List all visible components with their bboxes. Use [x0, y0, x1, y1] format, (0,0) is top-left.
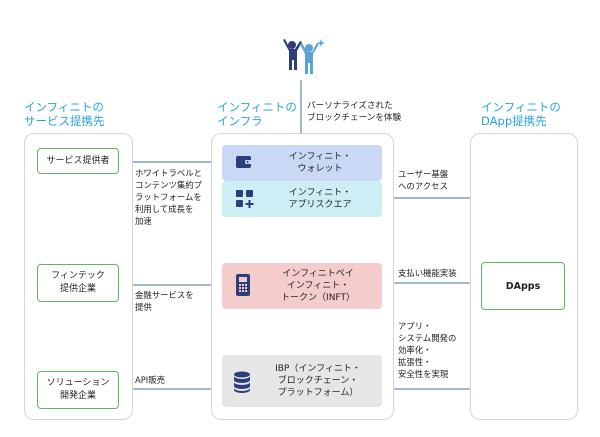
dapps-box: DApps	[481, 262, 565, 310]
block-wallet: インフィニト・ウォレット	[222, 145, 382, 181]
annotation-user-base: ユーザー基盤へのアクセス	[398, 169, 449, 191]
wallet-icon	[236, 156, 252, 168]
partner-fintech: フィンテック提供企業	[37, 264, 119, 302]
partner-solution-dev: ソリューション開発企業	[37, 371, 119, 409]
app-grid-icon	[236, 190, 254, 208]
partner-service-provider: サービス提供者	[37, 148, 119, 174]
annotation-solution: API販売	[135, 375, 165, 385]
block-appsquare: インフィニト・アプリスクエア	[222, 181, 382, 217]
payment-terminal-icon	[236, 274, 250, 296]
annotation-service: ホワイトラベルと コンテンツ集約プ ラットフォームを 利用して成長を 加速	[135, 168, 202, 226]
heading-infra: インフィニトのインフラ	[217, 100, 297, 128]
heading-service-partners: インフィニトのサービス提携先	[24, 100, 105, 128]
annotation-fintech: 金融サービスを提供	[135, 290, 194, 312]
block-ibp: IBP（インフィニト・ブロックチェーン・プラットフォーム）	[222, 355, 382, 407]
annotation-app-dev: アプリ・ システム開発の 効率化・ 拡張性・ 安全性を実現	[398, 321, 457, 379]
users-celebrating-icon	[283, 39, 325, 74]
annotation-payment: 支払い機能実装	[398, 268, 457, 278]
top-note: パーソナライズされたブロックチェーンを体験	[307, 101, 402, 123]
database-icon	[234, 371, 250, 393]
